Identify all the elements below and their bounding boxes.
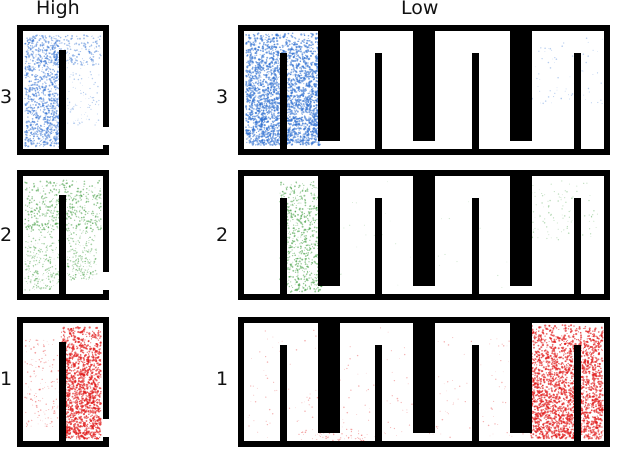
maze-thin-wall-2 [375, 198, 382, 297]
maze-divider-wall [59, 342, 66, 444]
maze-thick-wall-2 [413, 28, 435, 141]
occupancy-dots [528, 180, 598, 241]
maze-thin-wall-2 [375, 53, 382, 152]
occupancy-dots [24, 34, 102, 66]
maze-exit-gap [102, 272, 109, 290]
maze-low-row-1 [238, 317, 610, 447]
occupancy-dots [245, 32, 322, 147]
maze-high-row-2 [17, 170, 109, 300]
occupancy-dots [66, 229, 98, 281]
maze-thin-wall-3 [472, 345, 479, 444]
row-label-1-low: 1 [216, 368, 229, 390]
occupancy-dots [527, 36, 603, 105]
maze-thin-wall-4 [574, 53, 581, 152]
maze-low-row-2 [238, 170, 610, 300]
maze-thick-wall-1 [318, 28, 340, 141]
maze-divider-wall [59, 50, 66, 152]
row-label-2-high: 2 [0, 224, 13, 246]
maze-thick-wall-3 [510, 28, 532, 141]
maze-thin-wall-1 [280, 53, 287, 152]
column-title-low: Low [401, 0, 439, 19]
occupancy-dots [279, 180, 323, 293]
occupancy-dots [59, 326, 102, 440]
row-label-2-low: 2 [216, 224, 229, 246]
row-label-3-high: 3 [0, 86, 13, 108]
maze-thick-wall-2 [413, 173, 435, 286]
maze-thick-wall-2 [413, 320, 435, 433]
maze-high-row-1 [17, 317, 109, 447]
maze-thin-wall-1 [280, 345, 287, 444]
row-label-3-low: 3 [216, 86, 229, 108]
maze-divider-wall [59, 195, 66, 297]
occupancy-dots [528, 324, 605, 440]
maze-thick-wall-3 [510, 173, 532, 286]
maze-thin-wall-2 [375, 345, 382, 444]
maze-thin-wall-3 [472, 198, 479, 297]
maze-thick-wall-3 [510, 320, 532, 433]
occupancy-dots [24, 230, 62, 291]
maze-thin-wall-3 [472, 53, 479, 152]
maze-thin-wall-4 [574, 198, 581, 297]
occupancy-dots [66, 64, 100, 126]
maze-thin-wall-1 [280, 198, 287, 297]
maze-high-row-3 [17, 25, 109, 155]
maze-thin-wall-4 [574, 345, 581, 444]
occupancy-dots [247, 327, 529, 440]
maze-low-row-3 [238, 25, 610, 155]
maze-exit-gap [102, 127, 109, 145]
row-label-1-high: 1 [0, 368, 13, 390]
maze-thick-wall-1 [318, 320, 340, 433]
maze-exit-gap [102, 419, 109, 437]
occupancy-dots [24, 339, 62, 428]
column-title-high: High [36, 0, 80, 19]
maze-thick-wall-1 [318, 173, 340, 286]
